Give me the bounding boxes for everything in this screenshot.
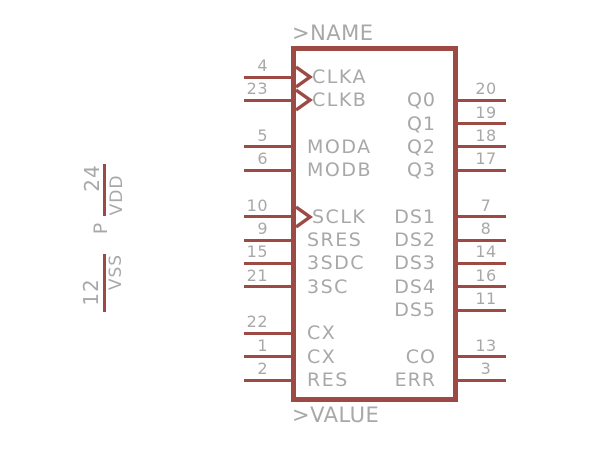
pin-name-ds2: DS2 (394, 229, 436, 252)
pin-number-5: 5 (257, 125, 268, 145)
pin-number-11: 11 (475, 289, 497, 309)
pin-number-22: 22 (246, 312, 268, 332)
pin-line-9 (244, 238, 296, 242)
pin-line-23 (244, 98, 296, 102)
pin-number-21: 21 (246, 265, 268, 285)
pin-number-6: 6 (257, 149, 268, 169)
clock-icon (295, 88, 313, 112)
pin-number-3: 3 (480, 359, 492, 379)
pin-line-16 (456, 285, 506, 289)
vss-pin-number: 12 (79, 278, 103, 306)
pin-line-3 (456, 378, 506, 382)
pin-name-clkb: CLKB (312, 89, 368, 112)
pin-line-14 (456, 261, 506, 265)
ic-symbol-outline (291, 46, 458, 402)
pin-line-17 (456, 168, 506, 172)
pin-name-3sdc: 3SDC (307, 252, 366, 275)
pin-number-1: 1 (257, 335, 268, 355)
vss-pin-name: VSS (106, 253, 126, 291)
pin-number-8: 8 (480, 219, 492, 239)
symbol-name-placeholder: >NAME (292, 21, 374, 45)
pin-name-cx: CX (307, 322, 337, 345)
pin-number-19: 19 (475, 102, 497, 122)
pin-line-13 (456, 355, 506, 359)
pin-name-modb: MODB (307, 159, 373, 182)
pin-line-18 (456, 145, 506, 149)
pin-line-15 (244, 261, 296, 265)
pin-line-8 (456, 238, 506, 242)
pin-number-18: 18 (475, 125, 497, 145)
pin-line-21 (244, 285, 296, 289)
pin-name-ds5: DS5 (394, 299, 436, 322)
pin-name-q1: Q1 (406, 112, 436, 135)
vss-pin-line (103, 254, 106, 312)
pin-number-16: 16 (475, 265, 497, 285)
pin-line-5 (244, 145, 296, 149)
pin-line-7 (456, 215, 506, 219)
pin-line-2 (244, 378, 296, 382)
pin-name-sclk: SCLK (312, 205, 367, 228)
pin-name-q2: Q2 (406, 135, 436, 158)
pin-line-19 (456, 122, 506, 126)
pin-line-4 (244, 75, 296, 79)
vdd-pin-number: 24 (80, 164, 104, 192)
pin-name-cx: CX (307, 345, 337, 368)
pin-name-moda: MODA (307, 135, 372, 158)
pin-line-11 (456, 308, 506, 312)
pin-number-7: 7 (480, 195, 492, 215)
pin-number-13: 13 (475, 335, 497, 355)
pin-number-9: 9 (257, 219, 268, 239)
clock-icon (295, 65, 313, 89)
pin-name-err: ERR (394, 369, 436, 392)
vdd-pin-line (103, 164, 106, 216)
pin-number-10: 10 (246, 195, 268, 215)
pin-name-q3: Q3 (406, 159, 436, 182)
pin-name-co: CO (405, 345, 436, 368)
pin-number-23: 23 (246, 79, 268, 99)
pin-line-6 (244, 168, 296, 172)
pin-line-20 (456, 98, 506, 102)
symbol-value-placeholder: >VALUE (292, 403, 380, 427)
pin-number-17: 17 (475, 149, 497, 169)
pin-number-15: 15 (246, 242, 268, 262)
pin-name-q0: Q0 (406, 89, 436, 112)
pin-name-res: RES (307, 369, 349, 392)
pin-line-22 (244, 331, 296, 335)
pin-number-4: 4 (257, 56, 268, 75)
pin-number-2: 2 (257, 359, 268, 379)
pin-number-14: 14 (475, 242, 497, 262)
pin-name-ds1: DS1 (394, 205, 436, 228)
pin-line-10 (244, 215, 296, 219)
pin-line-1 (244, 355, 296, 359)
pin-name-sres: SRES (307, 229, 363, 252)
pin-number-20: 20 (475, 79, 497, 99)
power-designator: P (90, 221, 112, 235)
pin-name-3sc: 3SC (307, 275, 349, 298)
pin-name-ds4: DS4 (394, 275, 436, 298)
pin-name-ds3: DS3 (394, 252, 436, 275)
clock-icon (295, 205, 313, 229)
vdd-pin-name: VDD (107, 174, 127, 216)
pin-name-clka: CLKA (312, 66, 367, 88)
